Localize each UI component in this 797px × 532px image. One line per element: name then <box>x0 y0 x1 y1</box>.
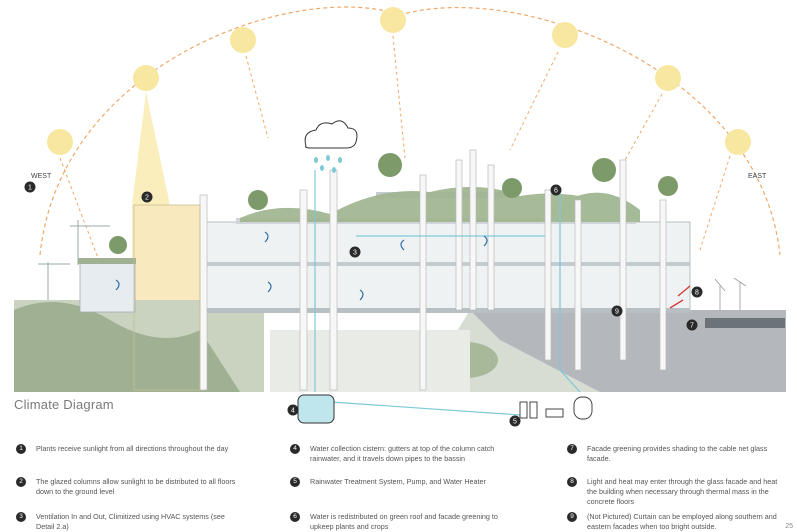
legend-text: Plants receive sunlight from all directi… <box>36 444 229 453</box>
roof-greenery <box>240 186 636 222</box>
sun-icon <box>47 129 73 155</box>
marker-label: 6 <box>554 188 558 195</box>
legend-number: 5 <box>290 477 300 487</box>
marker-label: 5 <box>513 419 517 426</box>
legend-number: 4 <box>290 444 300 454</box>
green-mound-right <box>540 192 640 222</box>
legend-item: 3 Ventilation In and Out, Climitized usi… <box>16 512 236 532</box>
legend-item: 6 Water is redistributed on green roof a… <box>290 512 510 532</box>
water-pipes <box>314 170 581 416</box>
legend-item: 4 Water collection cistern: gutters at t… <box>290 444 510 464</box>
sun-icons <box>47 7 751 155</box>
legend-text: The glazed columns allow sunlight to be … <box>36 477 236 496</box>
legend-item: 8 Light and heat may enter through the g… <box>567 477 787 507</box>
rain-drops <box>314 155 342 173</box>
west-label: WEST <box>31 173 52 180</box>
legend-text: (Not Pictured) Curtain can be employed a… <box>587 512 777 531</box>
sun-rays <box>59 35 731 259</box>
diagram-title: Climate Diagram <box>14 397 114 412</box>
floor-slab-2 <box>200 308 690 313</box>
treatment-system <box>519 396 593 420</box>
marker-label: 4 <box>291 408 295 415</box>
legend-text: Facade greening provides shading to the … <box>587 444 768 463</box>
building <box>199 186 691 313</box>
left-pavilion <box>79 261 136 313</box>
legend-text: Light and heat may enter through the gla… <box>587 477 778 506</box>
legend-text: Water collection cistern: gutters at top… <box>310 444 495 463</box>
heat-arrows <box>669 285 691 309</box>
floor-slab-1 <box>200 262 690 266</box>
sun-icon <box>230 27 256 53</box>
ground-shrubs <box>14 302 240 392</box>
legend-number: 6 <box>290 512 300 522</box>
left-pavilion-roof <box>78 258 136 264</box>
marker-label: 9 <box>615 309 619 316</box>
sun-icon <box>133 65 159 91</box>
legend-number: 1 <box>16 444 26 454</box>
water-cistern <box>297 394 335 424</box>
marker-label: 1 <box>28 185 32 192</box>
page-number: 25 <box>785 523 793 530</box>
ventilation-arrows <box>115 231 488 301</box>
cloud-icon <box>304 120 358 149</box>
marker-label: 2 <box>145 195 149 202</box>
legend-text: Water is redistributed on green roof and… <box>310 512 498 531</box>
east-label: EAST <box>748 173 767 180</box>
legend-item: 2 The glazed columns allow sunlight to b… <box>16 477 236 497</box>
sun-icon <box>380 7 406 33</box>
sun-icon <box>552 22 578 48</box>
legend-number: 9 <box>567 512 577 522</box>
wind-turbines <box>714 277 747 310</box>
legend-number: 7 <box>567 444 577 454</box>
legend: 1 Plants receive sunlight from all direc… <box>0 440 797 532</box>
glazed-column <box>133 204 201 391</box>
legend-number: 3 <box>16 512 26 522</box>
legend-number: 2 <box>16 477 26 487</box>
building-body <box>199 221 691 313</box>
marker-label: 7 <box>690 323 694 330</box>
legend-text: Ventilation In and Out, Climitized using… <box>36 512 225 531</box>
light-cone <box>132 92 170 205</box>
marker-label: 8 <box>695 290 699 297</box>
sun-icon <box>725 129 751 155</box>
barge <box>705 318 785 328</box>
diagram-markers: 1 2 3 4 5 6 7 8 9 <box>24 181 703 427</box>
legend-item: 9 (Not Pictured) Curtain can be employed… <box>567 512 787 532</box>
marker-label: 3 <box>353 250 357 257</box>
legend-text: Rainwater Treatment System, Pump, and Wa… <box>310 477 486 486</box>
legend-item: 7 Facade greening provides shading to th… <box>567 444 787 464</box>
roof-trees <box>109 153 678 254</box>
sun-icon <box>655 65 681 91</box>
legend-item: 1 Plants receive sunlight from all direc… <box>16 444 236 454</box>
left-crane <box>38 220 110 300</box>
columns <box>199 149 667 391</box>
legend-number: 8 <box>567 477 577 487</box>
legend-item: 5 Rainwater Treatment System, Pump, and … <box>290 477 510 487</box>
